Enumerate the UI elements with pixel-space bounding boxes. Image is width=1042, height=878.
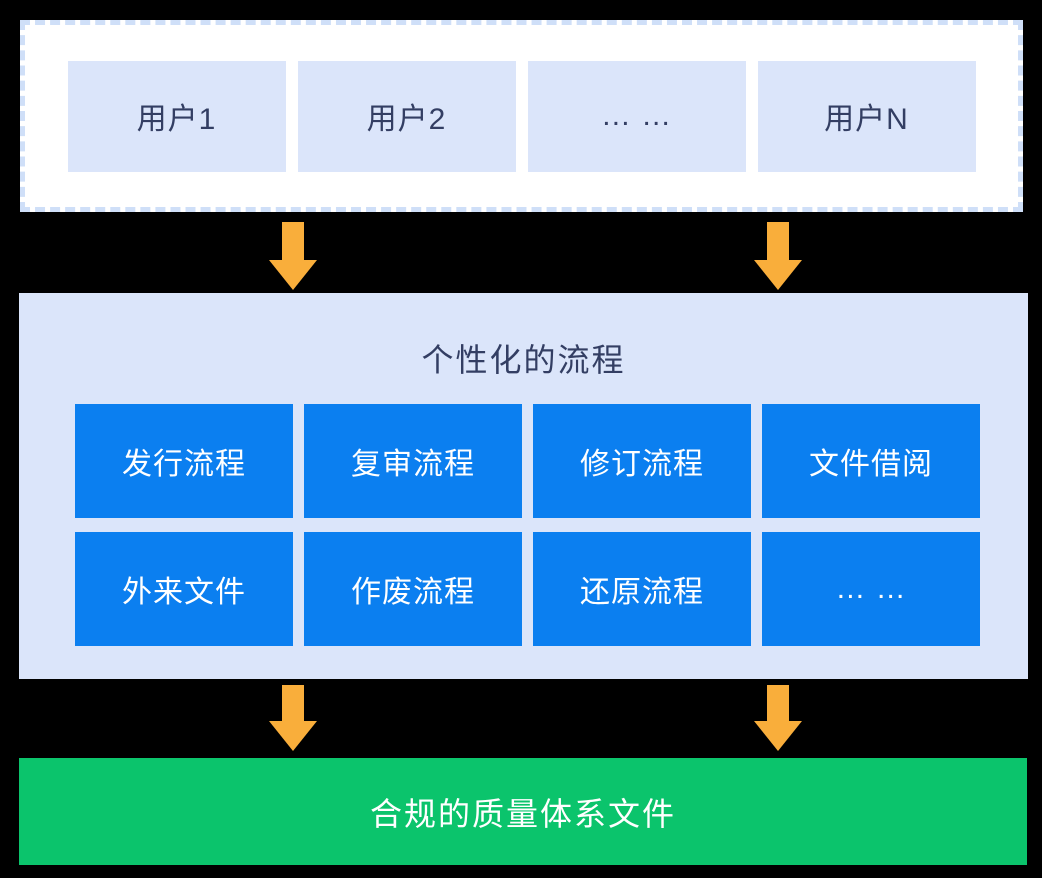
process-panel-title: 个性化的流程 (421, 342, 626, 378)
process-box-restore: 还原流程 (533, 532, 751, 646)
users-panel: 用户1 用户2 … … 用户N (20, 20, 1023, 212)
user-box-ellipsis: … … (527, 60, 746, 172)
result-bar: 合规的质量体系文件 (19, 758, 1027, 865)
process-box-review: 复审流程 (304, 404, 522, 518)
arrow-stem (282, 685, 304, 721)
down-arrow-icon (754, 222, 802, 290)
down-arrow-icon (269, 685, 317, 751)
down-arrow-icon (754, 685, 802, 751)
arrow-stem (767, 685, 789, 721)
process-box-obsolete: 作废流程 (304, 532, 522, 646)
arrow-head (754, 721, 802, 751)
process-panel: 个性化的流程 发行流程 复审流程 修订流程 文件借阅 外来文件 作废流程 还原流… (19, 293, 1028, 679)
user-box-2: 用户2 (297, 60, 516, 172)
arrow-head (269, 721, 317, 751)
process-grid: 发行流程 复审流程 修订流程 文件借阅 外来文件 作废流程 还原流程 … … (75, 404, 980, 646)
process-box-revision: 修订流程 (533, 404, 751, 518)
arrow-head (754, 260, 802, 290)
process-box-ellipsis: … … (762, 532, 980, 646)
arrow-stem (282, 222, 304, 260)
user-box-1: 用户1 (67, 60, 286, 172)
down-arrow-icon (269, 222, 317, 290)
arrow-head (269, 260, 317, 290)
user-box-n: 用户N (757, 60, 976, 172)
process-box-external: 外来文件 (75, 532, 293, 646)
arrow-stem (767, 222, 789, 260)
process-box-borrow: 文件借阅 (762, 404, 980, 518)
process-box-release: 发行流程 (75, 404, 293, 518)
